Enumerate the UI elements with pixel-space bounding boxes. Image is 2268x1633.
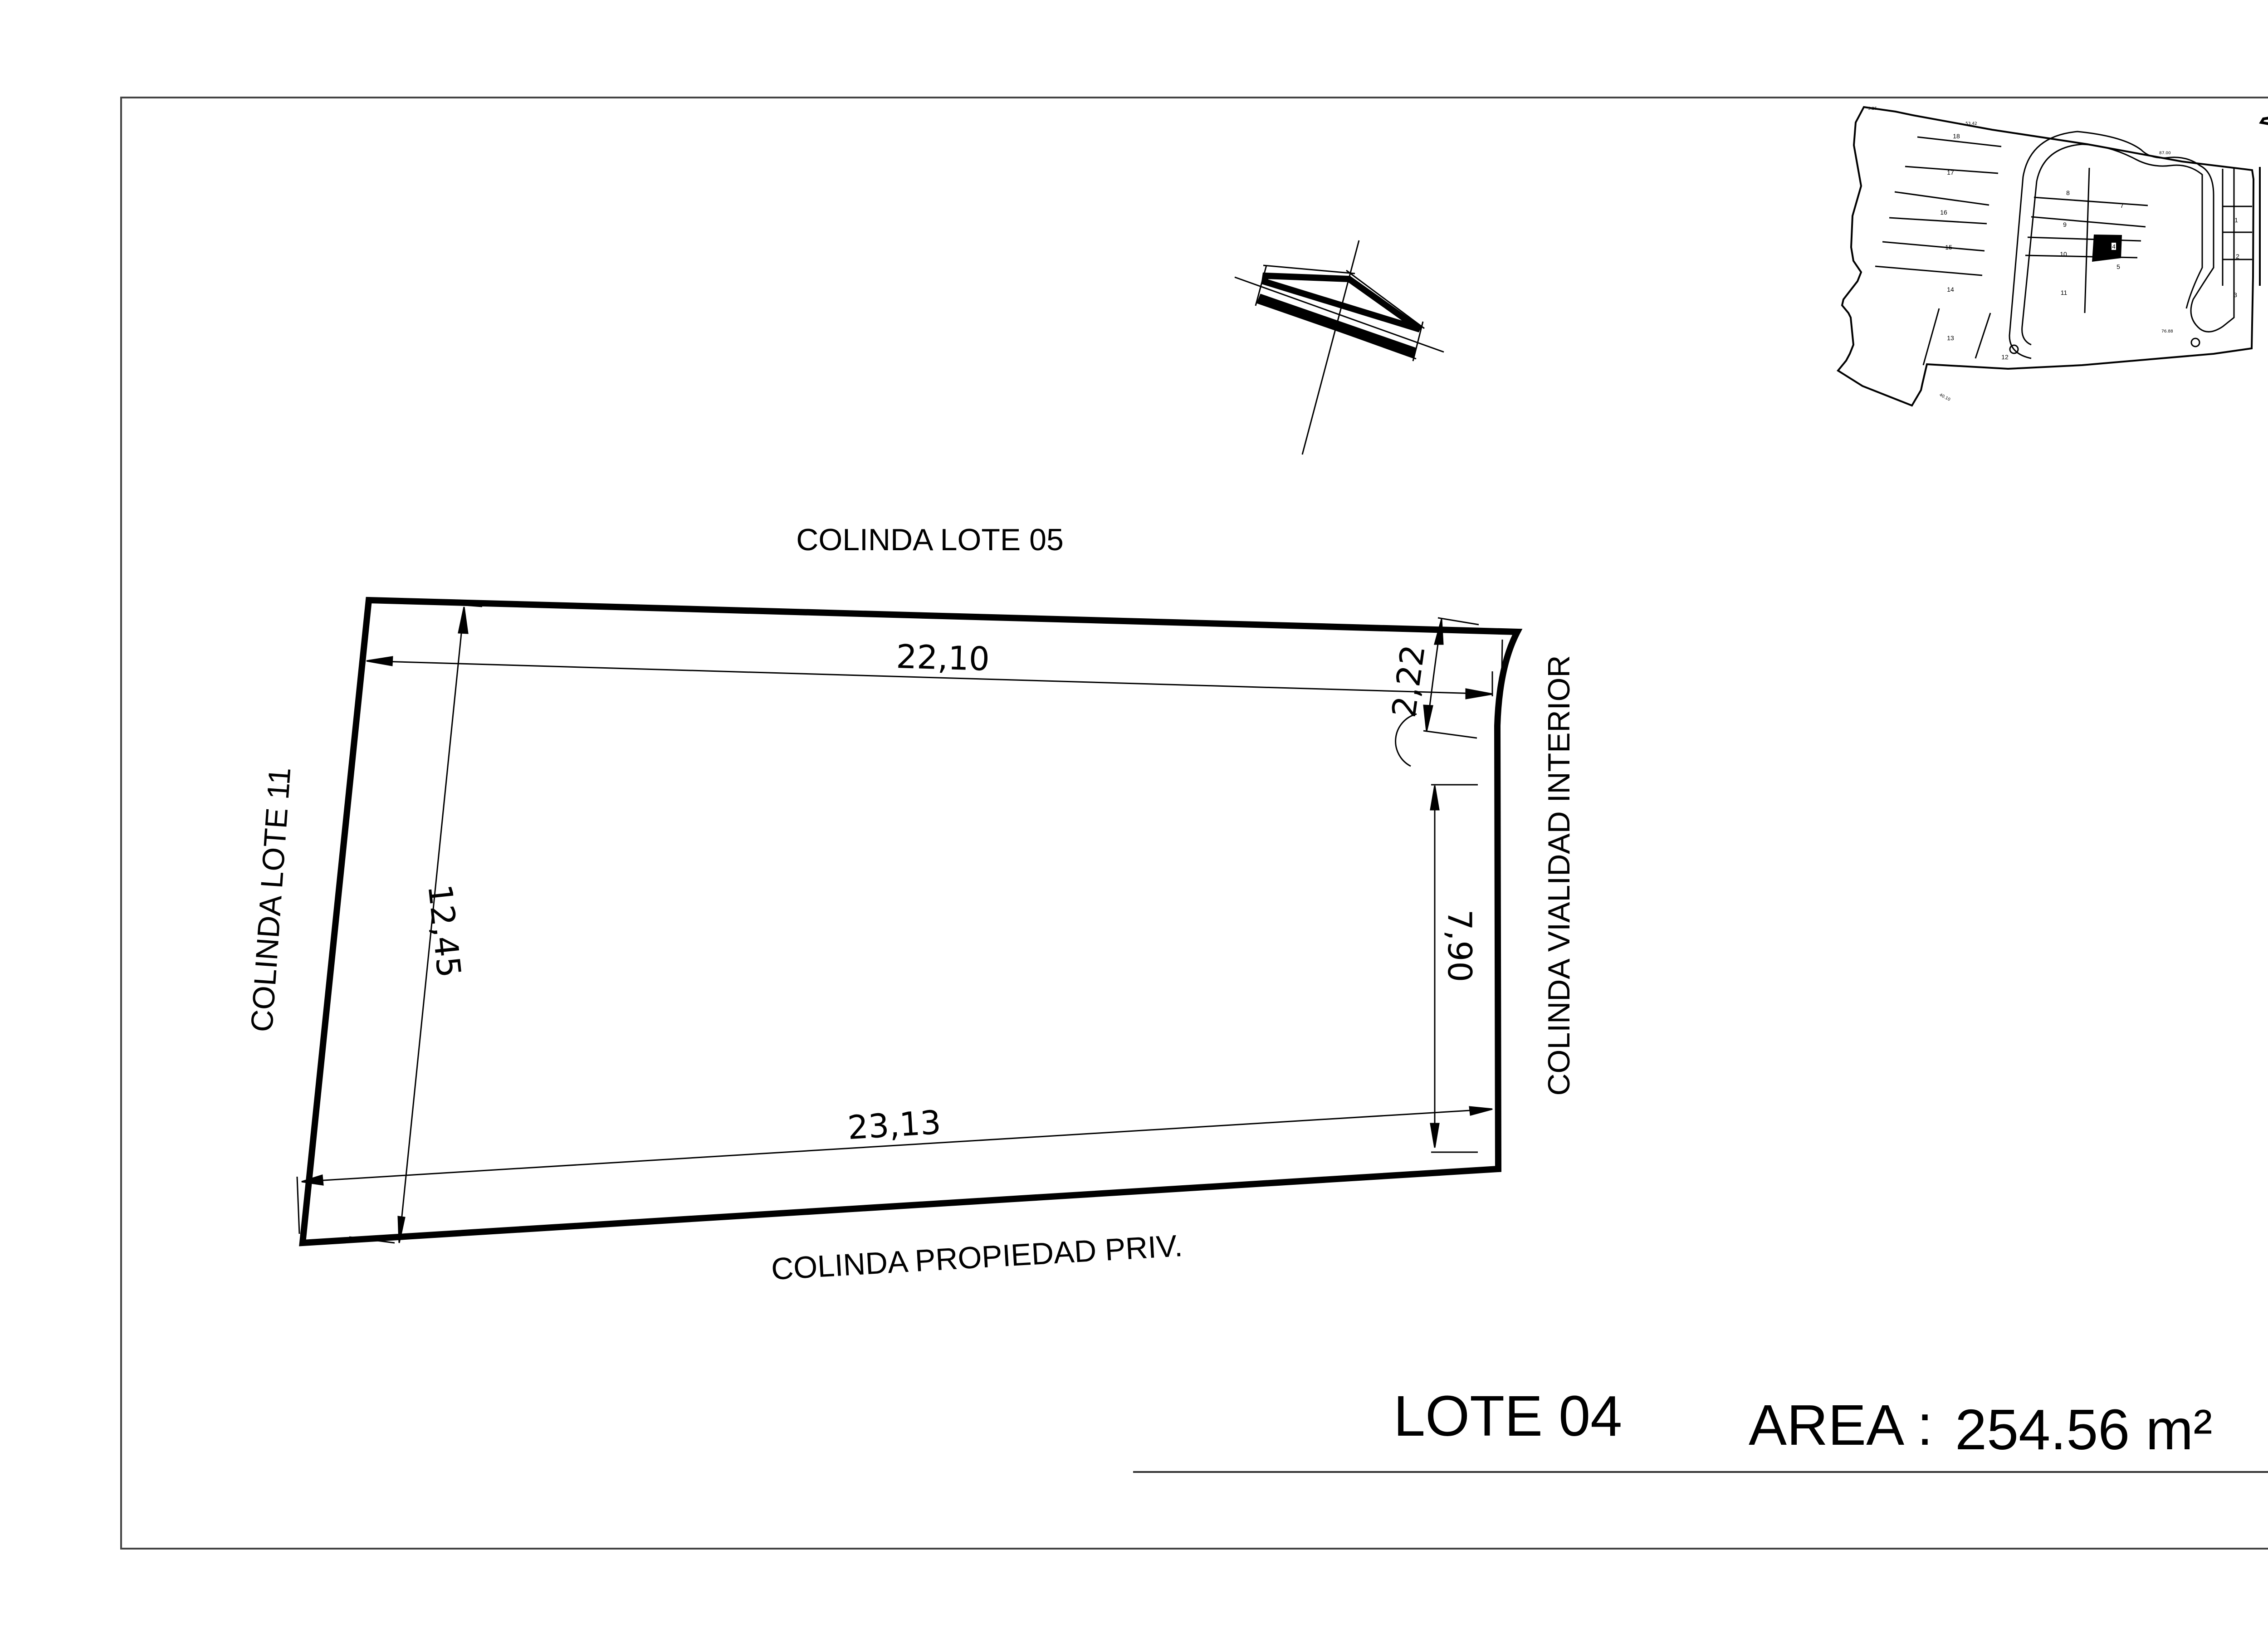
key-map-lot-7: 7 xyxy=(2120,202,2124,209)
key-map-lot-18: 18 xyxy=(1953,132,1960,140)
key-map-lot-10: 10 xyxy=(2060,250,2067,258)
label-north-boundary: COLINDA LOTE 05 xyxy=(796,523,1064,557)
lot-title: LOTE 04 xyxy=(1393,1384,1622,1448)
key-map-dim: 5.25 xyxy=(1868,107,1877,111)
key-map xyxy=(1837,106,2261,407)
key-map-dim: 40.10 xyxy=(1939,393,1951,402)
key-map-lot-3: 3 xyxy=(2234,291,2237,298)
key-map-lot-13: 13 xyxy=(1947,334,1954,342)
label-west-boundary: COLINDA LOTE 11 xyxy=(244,766,298,1033)
dim-bottom: 23,13 xyxy=(846,1103,942,1147)
key-map-lot-16: 16 xyxy=(1940,209,1947,216)
dim-right-lower: 7,90 xyxy=(1441,909,1479,982)
key-map-lot-8: 8 xyxy=(2066,189,2070,196)
area-value: 254.56 m² xyxy=(1955,1398,2212,1462)
key-map-lot-2: 2 xyxy=(2236,253,2239,260)
key-map-lot-4-label: 4 xyxy=(2112,243,2115,250)
key-map-lot-15: 15 xyxy=(1945,244,1952,251)
key-map-dim: 53.42 xyxy=(1965,122,1977,126)
key-map-lot-17: 17 xyxy=(1947,169,1954,176)
key-map-lot-numbers: 1 2 3 5 6 7 8 9 10 11 12 13 14 15 16 17 … xyxy=(1940,132,2239,361)
label-east-boundary: COLINDA VIALIDAD INTERIOR xyxy=(1542,655,1576,1095)
key-map-highlighted-lot xyxy=(2092,235,2122,262)
highlight-label-box xyxy=(2112,243,2116,250)
label-south-boundary: COLINDA PROPIEDAD PRIV. xyxy=(770,1228,1183,1286)
key-map-lot-12: 12 xyxy=(2001,353,2009,361)
sheet-frame xyxy=(120,97,2268,1550)
key-map-lot-9: 9 xyxy=(2063,221,2067,228)
key-map-lot-6: 6 xyxy=(2118,234,2122,241)
dimension-lines xyxy=(296,600,1503,1244)
key-map-lot-11: 11 xyxy=(2061,289,2068,296)
key-map-north-arrow-icon xyxy=(2259,117,2268,125)
key-map-lot-5: 5 xyxy=(2116,263,2120,270)
area-label: AREA : xyxy=(1749,1393,1933,1457)
key-map-lot-14: 14 xyxy=(1947,286,1954,293)
dim-top: 22,10 xyxy=(896,637,990,678)
lot-boundary xyxy=(299,596,1523,1247)
key-map-dim: 76.88 xyxy=(2161,329,2173,334)
north-arrow-icon xyxy=(1234,240,1444,455)
key-map-dim: 87.00 xyxy=(2159,151,2171,156)
key-map-lot-1: 1 xyxy=(2234,216,2238,224)
